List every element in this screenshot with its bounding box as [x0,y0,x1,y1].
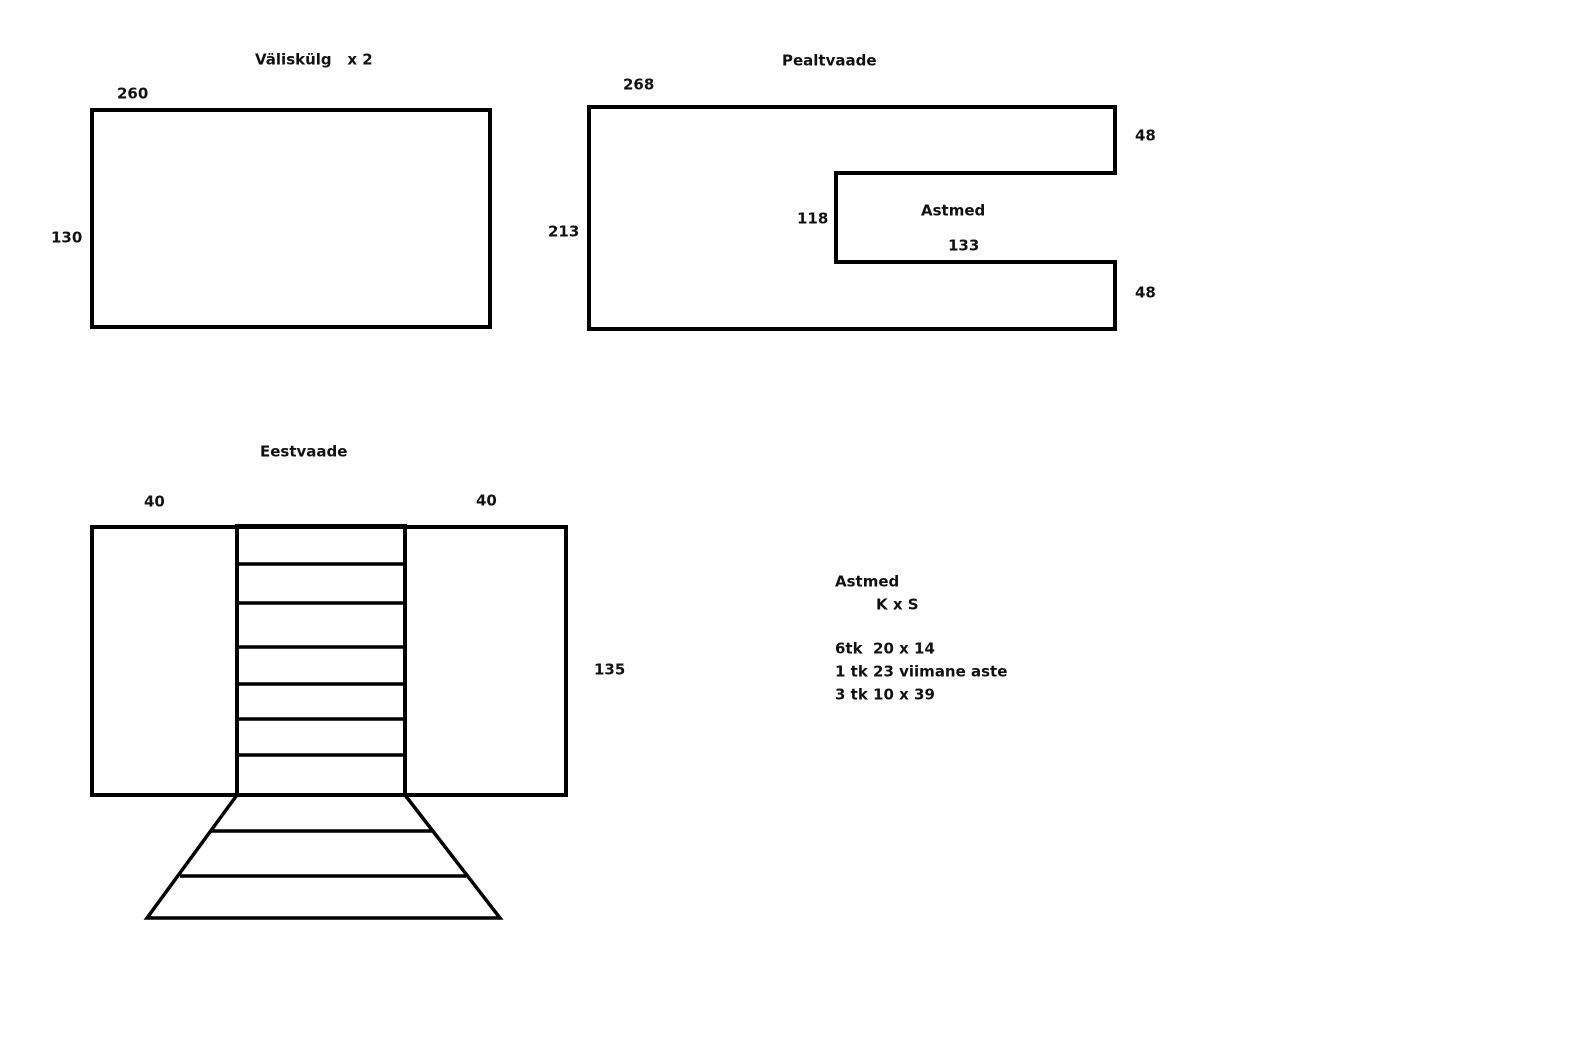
stair-column [235,524,407,797]
top-view-gap-label: Astmed [921,202,985,220]
top-view-gap-depth-label: 133 [948,237,979,255]
top-view-arm-bottom-label: 48 [1135,284,1156,302]
lower-steps [143,793,504,920]
front-view-title: Eestvaade [260,443,347,461]
outer-side-height-label: 130 [51,229,82,247]
steps-notes-title: Astmed [835,573,899,591]
outer-side-width-label: 260 [117,85,148,103]
steps-notes: Astmed K x S 6tk 20 x 14 1 tk 23 viimane… [835,573,1007,704]
front-view-right-label: 40 [476,492,497,510]
lower-steps-outline [143,793,504,920]
steps-notes-line: 3 tk 10 x 39 [835,686,935,704]
top-view-title: Pealtvaade [782,52,877,70]
outer-side-title: Väliskülg x 2 [255,51,373,69]
outer-side-rect [90,108,492,329]
front-view-left-label: 40 [144,493,165,511]
top-view-arm-top-label: 48 [1135,127,1156,145]
stair-steps [237,562,407,757]
steps-notes-subtitle: K x S [876,596,919,614]
outer-side-view: Väliskülg x 2 260 130 [51,51,492,329]
top-view-width-label: 268 [623,76,654,94]
top-view-outline [587,105,1117,331]
front-view: Eestvaade 40 40 135 [90,443,625,920]
steps-notes-line: 1 tk 23 viimane aste [835,663,1007,681]
top-view-gap-height-label: 118 [797,210,828,228]
top-view-height-label: 213 [548,223,579,241]
steps-notes-line: 6tk 20 x 14 [835,640,935,658]
top-view: Pealtvaade 268 213 48 48 118 Astmed 133 [548,52,1156,331]
front-view-height-label: 135 [594,661,625,679]
